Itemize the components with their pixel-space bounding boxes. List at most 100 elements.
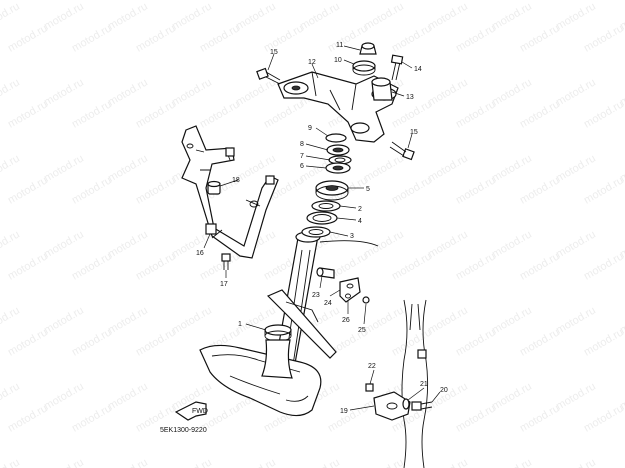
- bolt-17: [221, 253, 231, 270]
- watermark-text: motod.ru: [70, 174, 114, 206]
- cable-clamp-19: [365, 383, 411, 421]
- callout-24: 24: [324, 300, 332, 307]
- cap-nut: [359, 42, 377, 55]
- watermark-text: motod.ru: [6, 22, 50, 54]
- watermark-text: motod.ru: [454, 22, 498, 54]
- callout-20: 20: [440, 387, 448, 394]
- watermark-text: motod.ru: [70, 98, 114, 130]
- callout-25: 25: [358, 327, 366, 334]
- callout-14: 14: [414, 66, 422, 73]
- watermark-text: motod.ru: [390, 174, 434, 206]
- watermark-text: motod.ru: [234, 0, 278, 32]
- watermark-text: motod.ru: [454, 174, 498, 206]
- callout-10: 10: [334, 57, 342, 64]
- leader-lines: [203, 45, 441, 411]
- watermark-text: motod.ru: [42, 0, 86, 32]
- callout-7: 7: [300, 153, 304, 160]
- watermark-text: motod.ru: [0, 228, 22, 260]
- watermark-text: motod.ru: [106, 0, 150, 32]
- fork-tube: [401, 299, 429, 468]
- front-arrow-icon: FWD: [174, 401, 208, 421]
- callout-3: 3: [350, 233, 354, 240]
- watermark-text: motod.ru: [170, 76, 214, 108]
- watermark-text: motod.ru: [362, 456, 406, 468]
- watermark-text: motod.ru: [0, 76, 22, 108]
- callout-6: 6: [300, 163, 304, 170]
- watermark-text: motod.ru: [390, 250, 434, 282]
- front-arrow-label: FWD: [192, 408, 208, 415]
- watermark-text: motod.ru: [262, 98, 306, 130]
- watermark-text: motod.ru: [70, 250, 114, 282]
- watermark-text: motod.ru: [106, 76, 150, 108]
- watermark-text: motod.ru: [0, 304, 22, 336]
- headlight-stay: [181, 125, 279, 259]
- watermark-text: motod.ru: [582, 402, 625, 434]
- watermark-text: motod.ru: [0, 380, 22, 412]
- watermark-text: motod.ru: [198, 98, 242, 130]
- watermark-text: motod.ru: [362, 304, 406, 336]
- watermark-text: motod.ru: [518, 22, 562, 54]
- watermark-text: motod.ru: [554, 380, 598, 412]
- callout-5: 5: [366, 186, 370, 193]
- watermark-text: motod.ru: [362, 0, 406, 32]
- callout-8: 8: [300, 141, 304, 148]
- watermark-text: motod.ru: [390, 22, 434, 54]
- callout-13: 13: [406, 94, 414, 101]
- callout-17: 17: [220, 281, 228, 288]
- washer-21: [402, 398, 410, 410]
- watermark-text: motod.ru: [106, 304, 150, 336]
- watermark-text: motod.ru: [6, 174, 50, 206]
- watermark-text: motod.ru: [390, 98, 434, 130]
- watermark-text: motod.ru: [234, 456, 278, 468]
- watermark-text: motod.ru: [170, 456, 214, 468]
- watermark-text: motod.ru: [518, 402, 562, 434]
- watermark-text: motod.ru: [170, 0, 214, 32]
- watermark-text: motod.ru: [42, 456, 86, 468]
- watermark-text: motod.ru: [362, 228, 406, 260]
- watermark-text: motod.ru: [134, 326, 178, 358]
- watermark-text: motod.ru: [582, 326, 625, 358]
- watermark-text: motod.ru: [298, 0, 342, 32]
- watermark-text: motod.ru: [582, 174, 625, 206]
- watermark-text: motod.ru: [518, 174, 562, 206]
- callout-11: 11: [336, 42, 343, 49]
- cable-guide: [316, 267, 370, 304]
- watermark-text: motod.ru: [518, 250, 562, 282]
- callout-9: 9: [308, 125, 312, 132]
- watermark-text: motod.ru: [42, 304, 86, 336]
- watermark-text: motod.ru: [198, 250, 242, 282]
- watermark-text: motod.ru: [42, 76, 86, 108]
- watermark-text: motod.ru: [582, 98, 625, 130]
- watermark-text: motod.ru: [518, 98, 562, 130]
- callout-23: 23: [312, 292, 320, 299]
- watermark-text: motod.ru: [106, 228, 150, 260]
- watermark-text: motod.ru: [70, 22, 114, 54]
- watermark-text: motod.ru: [454, 250, 498, 282]
- watermark-text: motod.ru: [518, 326, 562, 358]
- watermark-text: motod.ru: [490, 152, 534, 184]
- watermark-text: motod.ru: [490, 456, 534, 468]
- bolt-14: [390, 54, 404, 81]
- watermark-text: motod.ru: [42, 380, 86, 412]
- callout-16: 16: [196, 250, 204, 257]
- watermark-text: motod.ru: [554, 76, 598, 108]
- watermark-text: motod.ru: [42, 228, 86, 260]
- watermark-text: motod.ru: [554, 228, 598, 260]
- watermark-text: motod.ru: [234, 76, 278, 108]
- under-bracket-steering-stem: [199, 231, 379, 417]
- grommet-18: [207, 180, 221, 195]
- watermark-text: motod.ru: [0, 152, 22, 184]
- watermark-text: motod.ru: [582, 250, 625, 282]
- bolt-15-left: [256, 67, 281, 85]
- watermark-text: motod.ru: [426, 0, 470, 32]
- watermark-text: motod.ru: [454, 98, 498, 130]
- watermark-text: motod.ru: [554, 304, 598, 336]
- watermark-text: motod.ru: [134, 22, 178, 54]
- steering-nut: [352, 60, 376, 76]
- watermark-text: motod.ru: [362, 152, 406, 184]
- watermark-text: motod.ru: [554, 456, 598, 468]
- watermark-text: motod.ru: [134, 98, 178, 130]
- watermark-text: motod.ru: [42, 152, 86, 184]
- callout-2: 2: [358, 206, 362, 213]
